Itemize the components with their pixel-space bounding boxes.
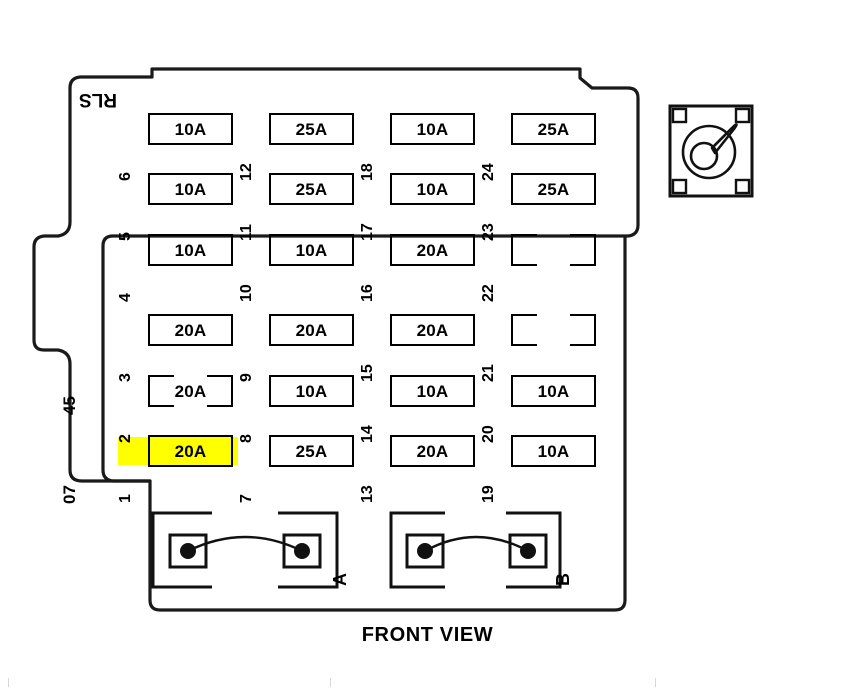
fuse-slot-3[interactable]: 20A <box>148 314 233 346</box>
fuse-position-number-4: 4 <box>117 293 134 302</box>
fuse-rating-23: 25A <box>537 179 570 199</box>
fuse-slot-2[interactable]: 20A <box>148 375 233 407</box>
fuse-position-number-16: 16 <box>359 284 376 302</box>
fuse-position-number-15: 15 <box>359 364 376 382</box>
fuse-rating-1: 20A <box>174 441 207 461</box>
fuse-rating-17: 10A <box>416 179 449 199</box>
connector-b-label: B <box>553 573 573 586</box>
fuse-rating-4: 10A <box>174 240 207 260</box>
fuse-slot-15[interactable]: 20A <box>390 314 475 346</box>
fuse-rating-19: 10A <box>537 441 570 461</box>
fuse-position-number-18: 18 <box>359 163 376 181</box>
fuse-rating-2: 20A <box>174 381 207 401</box>
circuit-breaker-icon[interactable] <box>668 104 754 198</box>
fuse-position-number-11: 11 <box>238 224 255 241</box>
fuse-position-number-6: 6 <box>117 172 134 181</box>
fuse-position-number-19: 19 <box>480 485 497 503</box>
fuse-slot-14[interactable]: 10A <box>390 375 475 407</box>
fuse-rating-6: 10A <box>174 119 207 139</box>
fuse-rating-20: 10A <box>537 381 570 401</box>
page-artifact-tick <box>655 678 656 687</box>
fuse-position-number-22: 22 <box>480 284 497 302</box>
highlight-fuse-1 <box>118 437 238 465</box>
fuse-slot-23[interactable]: 25A <box>511 173 596 205</box>
housing-orientation-label: RLS <box>79 89 117 110</box>
fuse-position-number-23: 23 <box>480 223 497 241</box>
fuse-slot-1[interactable]: 20A <box>148 435 233 467</box>
fuse-slot-19[interactable]: 10A <box>511 435 596 467</box>
fuse-rating-9: 20A <box>295 320 328 340</box>
fuse-rating-10: 10A <box>295 240 328 260</box>
fuse-rating-11: 25A <box>295 179 328 199</box>
fuse-slot-10[interactable]: 10A <box>269 234 354 266</box>
connector-b[interactable] <box>388 510 563 590</box>
fuse-slot-13[interactable]: 20A <box>390 435 475 467</box>
fuse-rating-8: 10A <box>295 381 328 401</box>
connector-a[interactable] <box>150 510 340 590</box>
fuse-slot-5[interactable]: 10A <box>148 173 233 205</box>
fuse-slot-21[interactable] <box>511 314 596 346</box>
fuse-position-number-14: 14 <box>359 425 376 443</box>
fuse-slot-17[interactable]: 10A <box>390 173 475 205</box>
fuse-rating-15: 20A <box>416 320 449 340</box>
fuse-slot-18[interactable]: 10A <box>390 113 475 145</box>
fuse-position-number-2: 2 <box>117 434 134 443</box>
connector-a-label: A <box>330 573 350 586</box>
fuse-slot-9[interactable]: 20A <box>269 314 354 346</box>
fuse-slot-6[interactable]: 10A <box>148 113 233 145</box>
fuse-slot-12[interactable]: 25A <box>269 113 354 145</box>
fuse-position-number-20: 20 <box>480 425 497 443</box>
fuse-position-number-1: 1 <box>117 494 134 503</box>
page-artifact-tick <box>330 678 331 687</box>
fuse-rating-5: 10A <box>174 179 207 199</box>
fuse-slot-16[interactable]: 20A <box>390 234 475 266</box>
fuse-rating-12: 25A <box>295 119 328 139</box>
fuse-rating-13: 20A <box>416 441 449 461</box>
fuse-rating-24: 25A <box>537 119 570 139</box>
fuse-slot-4[interactable]: 10A <box>148 234 233 266</box>
fuse-position-number-10: 10 <box>238 284 255 302</box>
fuse-position-number-17: 17 <box>359 223 376 241</box>
fuse-rating-16: 20A <box>416 240 449 260</box>
fuse-slot-8[interactable]: 10A <box>269 375 354 407</box>
edge-label-45: 45 <box>60 396 79 415</box>
fuse-position-number-5: 5 <box>117 232 134 241</box>
fuse-slot-24[interactable]: 25A <box>511 113 596 145</box>
fuse-position-number-9: 9 <box>238 373 255 382</box>
diagram-caption: FRONT VIEW <box>361 624 494 646</box>
fuse-position-number-12: 12 <box>238 163 255 181</box>
fuse-rating-18: 10A <box>416 119 449 139</box>
fuse-position-number-8: 8 <box>238 434 255 443</box>
fuse-rating-3: 20A <box>174 320 207 340</box>
fuse-position-number-7: 7 <box>238 494 255 503</box>
fuse-position-number-21: 21 <box>480 364 497 382</box>
fuse-slot-20[interactable]: 10A <box>511 375 596 407</box>
fuse-rating-7: 25A <box>295 441 328 461</box>
fuse-position-number-3: 3 <box>117 373 134 382</box>
fuse-rating-14: 10A <box>416 381 449 401</box>
fuse-slot-7[interactable]: 25A <box>269 435 354 467</box>
fuse-slot-11[interactable]: 25A <box>269 173 354 205</box>
edge-label-07: 07 <box>60 485 79 504</box>
fuse-position-number-13: 13 <box>359 485 376 503</box>
page-artifact-tick <box>8 678 9 687</box>
fuse-position-number-24: 24 <box>480 163 497 181</box>
fuse-slot-22[interactable] <box>511 234 596 266</box>
